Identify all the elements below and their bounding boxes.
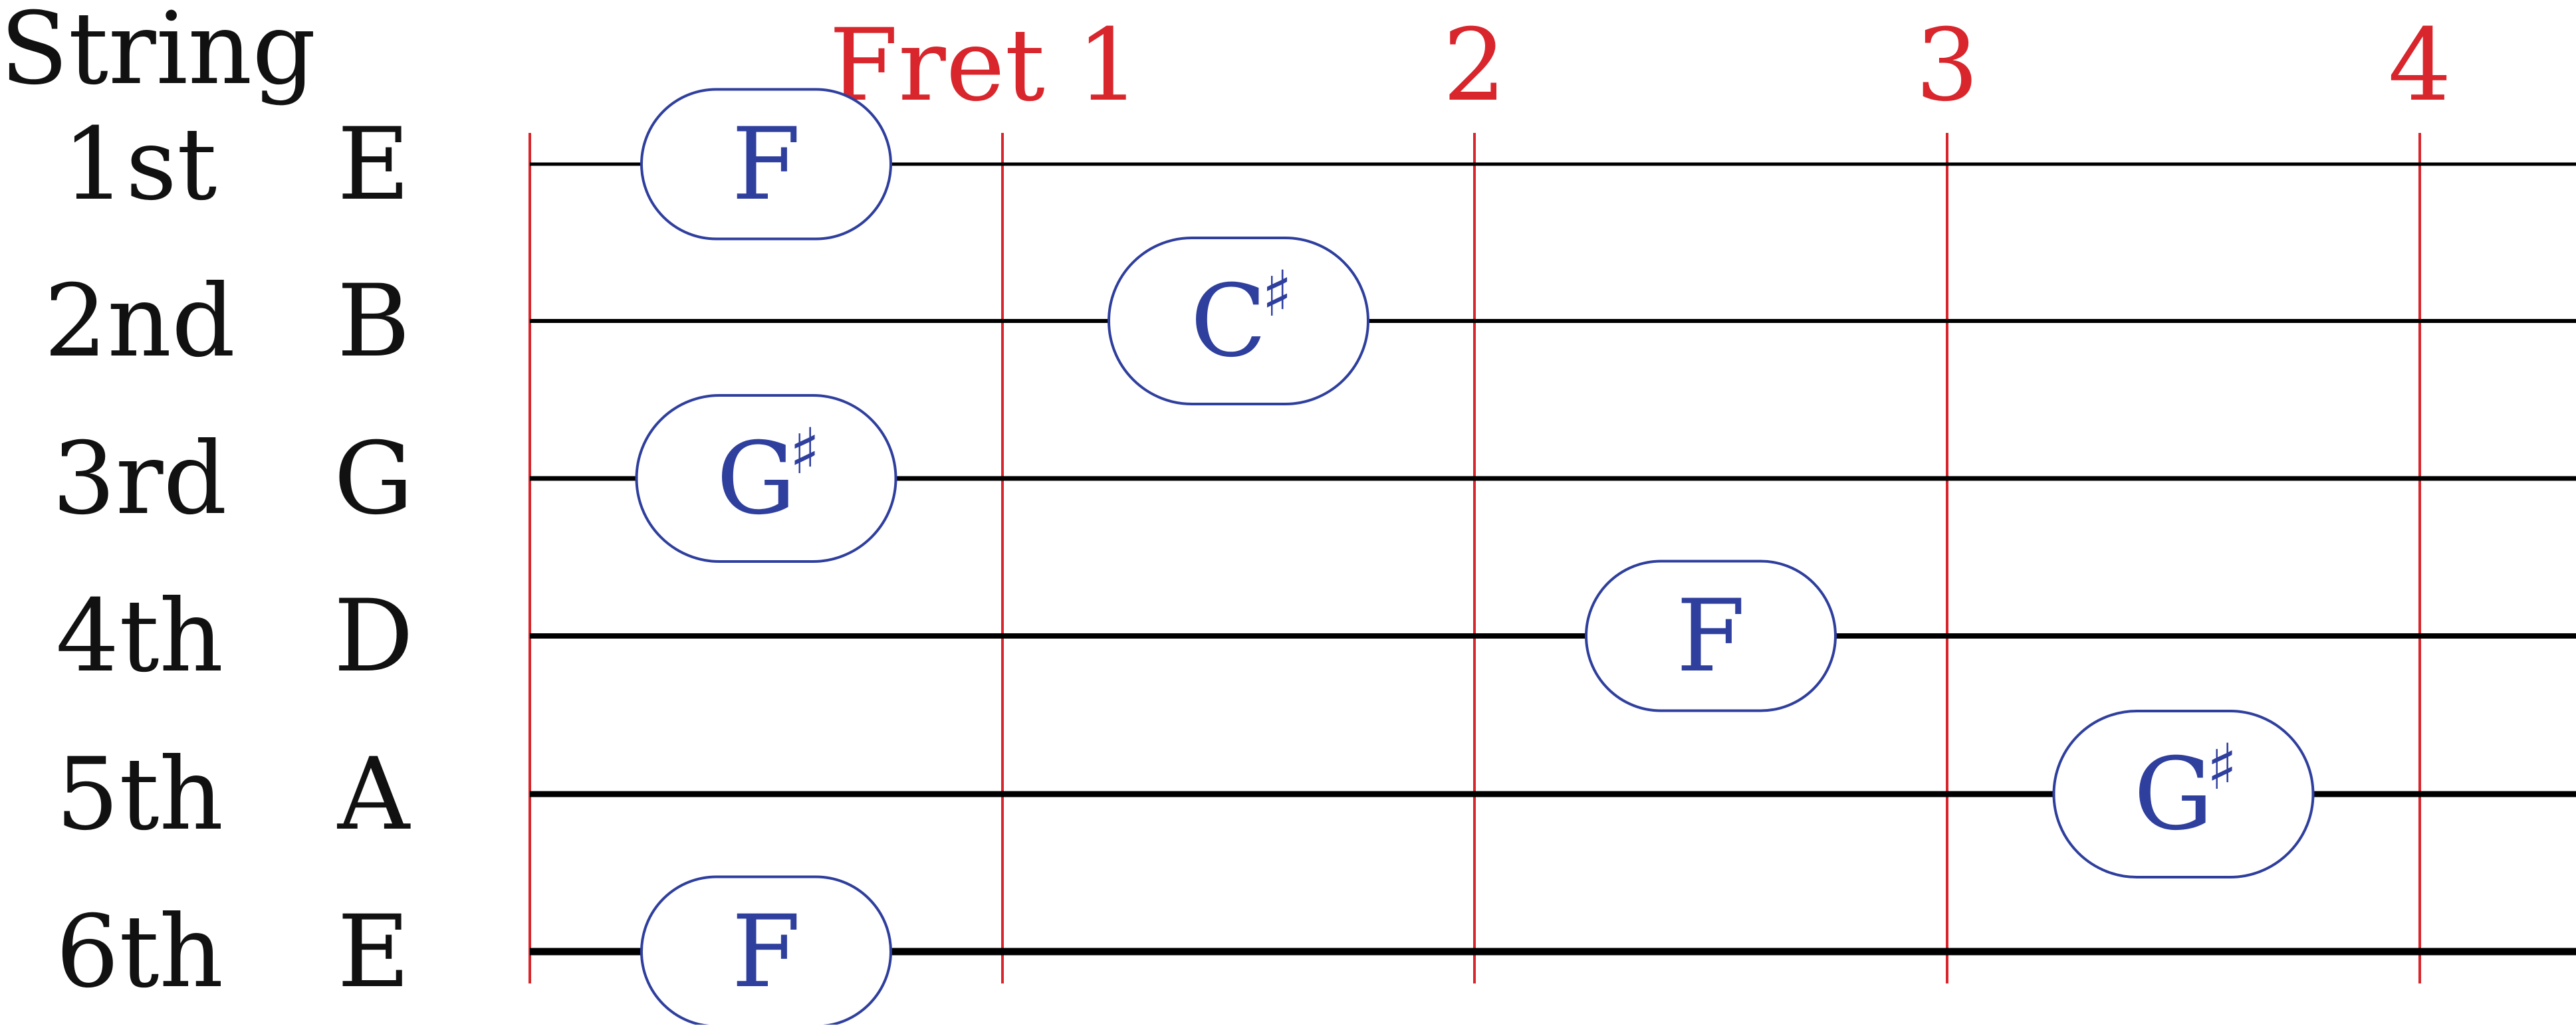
- string-ordinal-3: 3rd: [52, 421, 227, 537]
- note-name: F: [731, 107, 800, 223]
- string-ordinal-5: 5th: [56, 737, 223, 853]
- fret-label-4: 4: [2388, 8, 2451, 124]
- note-name: C: [1191, 264, 1267, 379]
- fret-lines: [528, 133, 2421, 983]
- note-name: F: [731, 894, 800, 1010]
- string-open-note-2: B: [337, 264, 410, 379]
- string-open-note-4: D: [334, 579, 413, 694]
- note-pill: [1108, 237, 1369, 405]
- note-pill: [2052, 710, 2315, 878]
- note-markers: FC♯G♯FG♯F: [635, 88, 2315, 1028]
- note-marker-5: G♯: [2052, 710, 2315, 878]
- note-name: G: [717, 421, 796, 537]
- string-open-note-6: E: [337, 894, 410, 1010]
- note-pill: [635, 394, 897, 563]
- note-name: G: [2134, 737, 2214, 853]
- note-pill: [640, 88, 892, 241]
- string-ordinal-4: 4th: [56, 579, 223, 694]
- string-ordinal-2: 2nd: [44, 264, 235, 379]
- note-marker-6: F: [640, 875, 892, 1028]
- string-ordinal-6: 6th: [56, 894, 223, 1010]
- fret-label-3: 3: [1915, 8, 1978, 124]
- note-pill: [1585, 560, 1837, 712]
- sharp-accidental: ♯: [790, 415, 820, 488]
- sharp-accidental: ♯: [2207, 731, 2238, 804]
- note-name: F: [1676, 579, 1745, 694]
- fret-labels: Fret 1 2 3 4: [829, 8, 2452, 124]
- fret-label-1: Fret 1: [829, 8, 1140, 124]
- fret-label-2: 2: [1443, 8, 1506, 124]
- note-marker-2: C♯: [1108, 237, 1369, 405]
- note-marker-3: G♯: [635, 394, 897, 563]
- string-open-note-3: G: [334, 421, 413, 537]
- string-open-note-1: E: [337, 107, 410, 223]
- note-marker-1: F: [640, 88, 892, 241]
- string-open-note-5: A: [337, 737, 411, 853]
- note-marker-4: F: [1585, 560, 1837, 712]
- string-ordinal-1: 1st: [62, 107, 217, 223]
- sharp-accidental: ♯: [1262, 258, 1292, 331]
- string-heading: String: [0, 0, 316, 107]
